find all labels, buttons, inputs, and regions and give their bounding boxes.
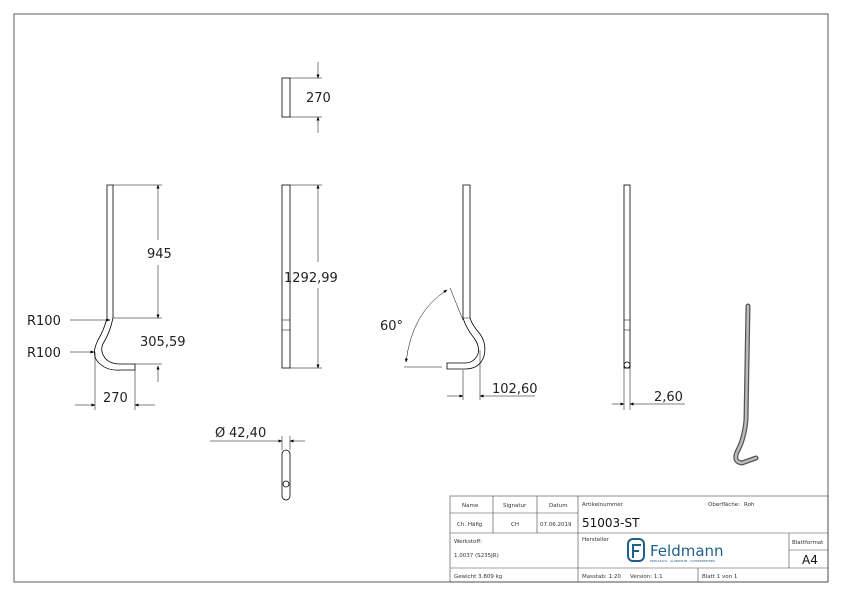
top-view: 270 [281, 62, 331, 133]
sheet-number: Blatt 1 von 1 [702, 574, 737, 580]
dim-length: 270 [306, 91, 331, 106]
dim-total-length: 1292,99 [284, 271, 338, 286]
angle: 60° [380, 319, 403, 334]
isometric-view [733, 303, 759, 466]
front-view: 1292,99 [281, 184, 338, 369]
signature-value: CH [511, 522, 519, 528]
format-value: A4 [802, 553, 818, 567]
weight: Gewicht 3.809 kg [454, 574, 502, 580]
title-block [449, 495, 829, 583]
diameter-symbol: Ø [215, 426, 225, 441]
scale: Masstab: 1:20 [582, 574, 621, 580]
dim-offset: 102,60 [492, 382, 538, 397]
radius-upper: R100 [27, 314, 61, 329]
side-view-left: 945 R100 305,59 R100 270 [27, 184, 186, 410]
logo-tagline: EDELSTAHL · ALUMINIUM · SCHMIEDEEISEN [650, 559, 715, 563]
dim-wall: 2,60 [654, 390, 683, 405]
dim-offset: 305,59 [140, 335, 186, 350]
dim-diameter: 42,40 [229, 426, 266, 441]
material-value: 1.0037 (S235JR) [454, 553, 499, 559]
surface-value: Roh [744, 502, 755, 508]
article-label: Artikelnummer [582, 502, 624, 508]
date-label: Datum [549, 503, 568, 509]
radius-lower: R100 [27, 346, 61, 361]
manufacturer-label: Hersteller [582, 537, 610, 543]
format-label: Blattformat [792, 540, 824, 546]
dim-width: 270 [103, 391, 128, 406]
signature-label: Signatur [503, 503, 527, 509]
edge-view: 2,60 [612, 184, 685, 410]
material-label: Werkstoff: [454, 539, 482, 545]
date-value: 07.06.2019 [540, 522, 572, 528]
sheet-border [13, 13, 829, 583]
feldmann-logo: Feldmann EDELSTAHL · ALUMINIUM · SCHMIED… [627, 538, 724, 563]
side-view-right: 60° 102,60 [380, 184, 538, 400]
surface-label: Oberfläche: [708, 502, 740, 508]
name-value: Ch. Häfig [457, 522, 482, 528]
logo-text: Feldmann [650, 542, 724, 560]
name-label: Name [462, 503, 479, 509]
version: Version: 1.1 [630, 574, 663, 580]
dim-straight: 945 [147, 247, 172, 262]
bottom-view: Ø 42,40 [210, 426, 305, 501]
article-number: 51003-ST [582, 516, 640, 530]
